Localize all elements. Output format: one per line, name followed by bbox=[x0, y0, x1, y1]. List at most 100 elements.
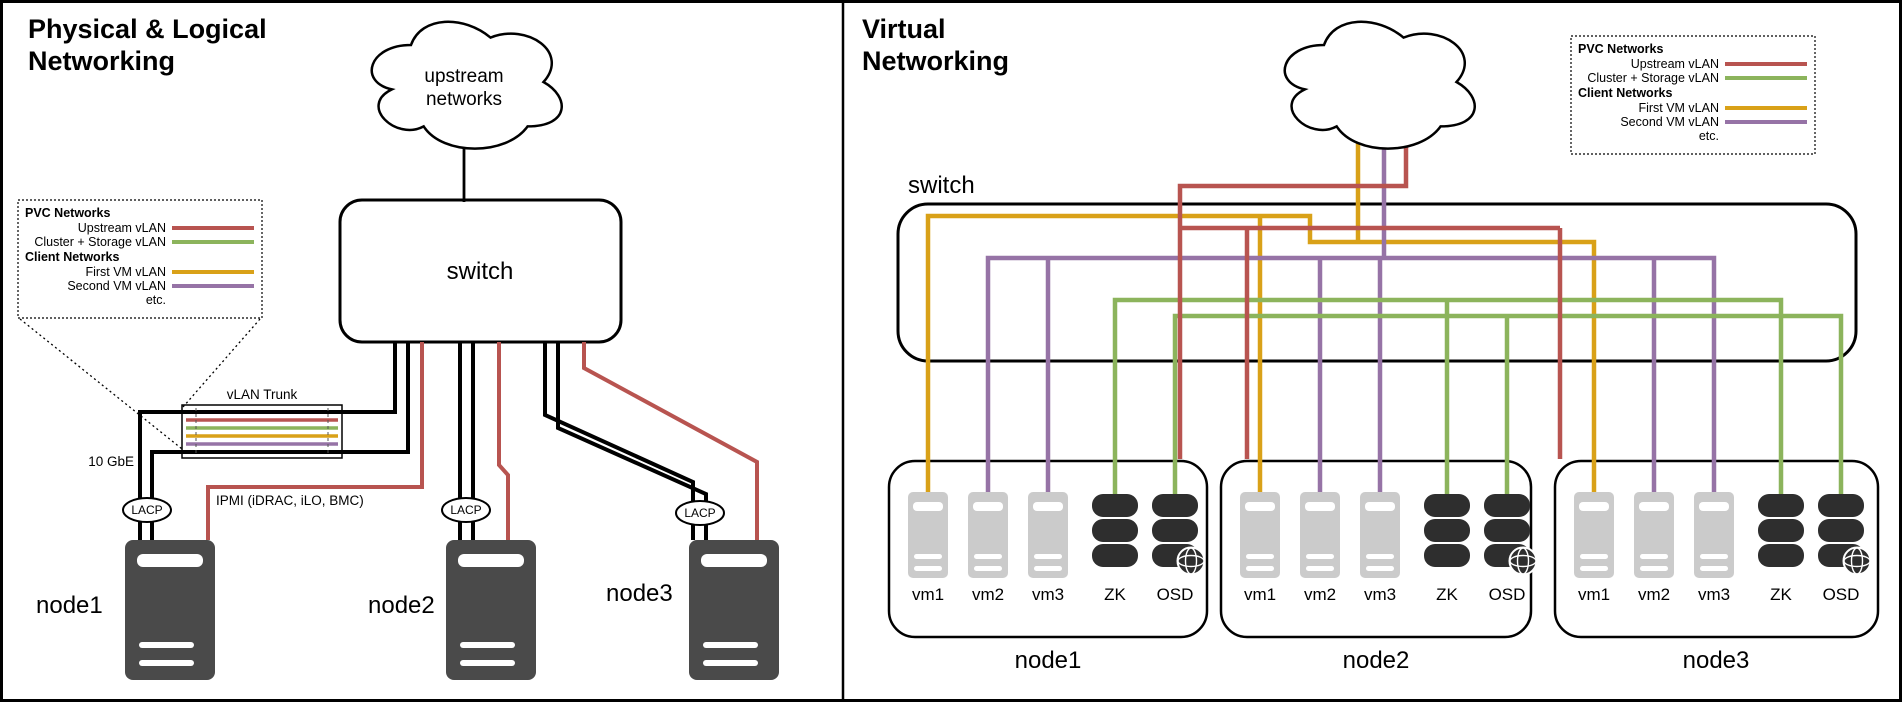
virtual-node1-label: node1 bbox=[1015, 647, 1082, 674]
ipmi-label: IPMI (iDRAC, iLO, BMC) bbox=[216, 493, 364, 508]
server-bay bbox=[458, 554, 524, 567]
legend-client-header: Client Networks bbox=[1578, 86, 1673, 100]
node1-tower bbox=[125, 540, 215, 680]
vm-icon bbox=[1574, 492, 1614, 578]
lacp-label: LACP bbox=[684, 506, 715, 520]
globe-icon bbox=[1508, 546, 1538, 576]
physical-title-line2: Networking bbox=[28, 46, 175, 76]
db-disk bbox=[1484, 519, 1530, 542]
legend-first-vm-label: First VM vLAN bbox=[1638, 101, 1719, 115]
zookeeper-db-icon bbox=[1424, 494, 1470, 567]
vm-vent bbox=[1246, 554, 1274, 559]
vm-bay bbox=[1639, 502, 1669, 511]
legend-etc-label: etc. bbox=[146, 293, 166, 307]
legend-virtual: PVC Networks Upstream vLAN Cluster + Sto… bbox=[1570, 35, 1816, 155]
virtual-title-line2: Networking bbox=[862, 46, 1009, 76]
virtual-node2-label: node2 bbox=[1343, 647, 1410, 674]
vm-vent bbox=[1034, 566, 1062, 571]
virtual-node2-units: vm1 vm2 vm3 ZK OSD bbox=[1240, 492, 1538, 604]
db-disk bbox=[1152, 519, 1198, 542]
cloud-label-line2: networks bbox=[426, 89, 502, 110]
vm-vent bbox=[1700, 566, 1728, 571]
db-disk bbox=[1092, 519, 1138, 542]
node2-label: node2 bbox=[368, 592, 435, 619]
lacp-oval bbox=[441, 497, 491, 523]
globe-parallel bbox=[1509, 554, 1537, 568]
lacp-badge-node2: LACP bbox=[441, 497, 491, 523]
globe-icon bbox=[1176, 546, 1206, 576]
vm-vent bbox=[1640, 566, 1668, 571]
db-disk bbox=[1152, 494, 1198, 517]
legend-callout-line-a bbox=[19, 318, 183, 450]
vm-icon bbox=[908, 492, 948, 578]
globe-parallel bbox=[1177, 554, 1205, 568]
lacp-label: LACP bbox=[131, 503, 162, 517]
vm-vent bbox=[1306, 566, 1334, 571]
server-vent bbox=[703, 660, 758, 666]
unit-label: vm2 bbox=[1304, 585, 1336, 604]
server-vent bbox=[703, 642, 758, 648]
legend-client-header: Client Networks bbox=[25, 250, 120, 264]
legend-pvc-header: PVC Networks bbox=[25, 206, 110, 220]
node3-bond-link-a bbox=[543, 342, 695, 540]
upstream-vlan-lines bbox=[1177, 120, 1563, 459]
upstream-cloud-virtual bbox=[1283, 20, 1476, 150]
virtual-switch-label: switch bbox=[908, 172, 975, 199]
unit-label: vm1 bbox=[1578, 585, 1610, 604]
db-disk bbox=[1484, 494, 1530, 517]
unit-label: ZK bbox=[1104, 585, 1126, 604]
vm-icon bbox=[1300, 492, 1340, 578]
physical-switch-label: switch bbox=[447, 258, 514, 285]
globe-meridian bbox=[1516, 547, 1530, 575]
cloud-shape bbox=[1283, 20, 1476, 150]
zookeeper-db-icon bbox=[1092, 494, 1138, 567]
server-bay bbox=[137, 554, 203, 567]
db-disk bbox=[1758, 519, 1804, 542]
node1-bond-link-a bbox=[138, 342, 397, 540]
vm-bay bbox=[1305, 502, 1335, 511]
second-vm-vlan-trunk bbox=[985, 255, 1717, 500]
legend-pvc-header: PVC Networks bbox=[1578, 42, 1663, 56]
unit-label: OSD bbox=[1823, 585, 1860, 604]
vlan-trunk-label: vLAN Trunk bbox=[227, 387, 298, 402]
unit-label: vm2 bbox=[972, 585, 1004, 604]
legend-cluster-label: Cluster + Storage vLAN bbox=[1587, 71, 1719, 85]
osd-db-icon bbox=[1484, 494, 1538, 576]
node1-bond-link-b bbox=[150, 342, 410, 540]
unit-label: vm3 bbox=[1698, 585, 1730, 604]
node1-label: node1 bbox=[36, 592, 103, 619]
unit-label: vm3 bbox=[1032, 585, 1064, 604]
lacp-label: LACP bbox=[450, 503, 481, 517]
upstream-vlan-uplink bbox=[1177, 120, 1409, 459]
vm-vent bbox=[974, 566, 1002, 571]
server-bay bbox=[701, 554, 767, 567]
vm-vent bbox=[914, 566, 942, 571]
globe-parallel bbox=[1843, 554, 1871, 568]
legend-border bbox=[17, 199, 263, 319]
db-disk bbox=[1092, 494, 1138, 517]
db-disk bbox=[1424, 519, 1470, 542]
virtual-title-line1: Virtual bbox=[862, 14, 946, 44]
legend-cluster-label: Cluster + Storage vLAN bbox=[34, 235, 166, 249]
legend-border bbox=[1570, 35, 1816, 155]
globe-meridian bbox=[1184, 547, 1198, 575]
unit-label: vm3 bbox=[1364, 585, 1396, 604]
upstream-cloud bbox=[370, 20, 563, 150]
osd-db-icon bbox=[1818, 494, 1872, 576]
node3-tower bbox=[689, 540, 779, 680]
server-vent bbox=[139, 660, 194, 666]
vm-icon bbox=[1028, 492, 1068, 578]
vlan-trunk-lines bbox=[186, 408, 338, 455]
virtual-node3-units: vm1 vm2 vm3 ZK OSD bbox=[1574, 492, 1872, 604]
ipmi-links bbox=[206, 342, 759, 540]
vm-bay bbox=[1033, 502, 1063, 511]
db-disk bbox=[1818, 519, 1864, 542]
legend-upstream-label: Upstream vLAN bbox=[78, 221, 166, 235]
vm-icon bbox=[1360, 492, 1400, 578]
cluster-storage-vlan-lines bbox=[1112, 297, 1844, 500]
server-vent bbox=[460, 642, 515, 648]
unit-label: ZK bbox=[1770, 585, 1792, 604]
